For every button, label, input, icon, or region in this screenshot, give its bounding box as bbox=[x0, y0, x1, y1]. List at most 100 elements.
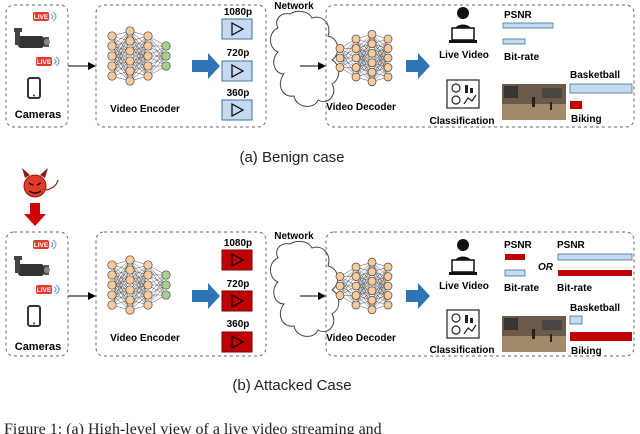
network-label: Network bbox=[274, 1, 314, 12]
net-node bbox=[161, 290, 171, 300]
net-edge bbox=[355, 34, 373, 68]
net-edge bbox=[371, 38, 389, 63]
net-node bbox=[383, 262, 393, 272]
net-edge bbox=[355, 34, 373, 59]
cloud-icon bbox=[270, 240, 340, 337]
net-node bbox=[367, 67, 377, 77]
decoder-box bbox=[325, 4, 635, 128]
decoder-network bbox=[335, 29, 393, 87]
net-node bbox=[351, 281, 361, 291]
class-basketball: Basketball bbox=[570, 70, 620, 81]
net-node bbox=[107, 290, 117, 300]
analytics-icon bbox=[446, 309, 480, 339]
net-node bbox=[351, 72, 361, 82]
net-edge bbox=[371, 57, 389, 82]
cameras-label: Cameras bbox=[15, 341, 61, 353]
net-edge bbox=[129, 55, 149, 82]
psnr-label: PSNR bbox=[504, 240, 533, 251]
net-node bbox=[125, 46, 135, 56]
net-node bbox=[351, 44, 361, 53]
net-node bbox=[161, 270, 171, 280]
user-laptop-icon bbox=[448, 6, 478, 44]
or-label: OR bbox=[538, 262, 554, 273]
camera-icon bbox=[14, 28, 50, 48]
bitrate-label: Bit-rate bbox=[504, 52, 539, 63]
net-edge bbox=[147, 274, 167, 306]
net-node bbox=[351, 34, 361, 44]
class-biking: Biking bbox=[571, 114, 602, 125]
basketball-bar bbox=[569, 315, 583, 325]
cameras-label: Cameras bbox=[15, 109, 61, 121]
biking-bar bbox=[570, 101, 582, 109]
psnr-label: PSNR bbox=[504, 10, 533, 21]
panel-benign: Cameras Video Encoder 1080p 720p 360p Ne… bbox=[5, 1, 635, 128]
class-basketball: Basketball bbox=[570, 303, 620, 314]
net-edge bbox=[129, 264, 149, 291]
stream-360p bbox=[221, 331, 253, 353]
net-node bbox=[143, 51, 153, 61]
phone-icon bbox=[27, 77, 41, 99]
live-badge-icon bbox=[35, 56, 60, 67]
net-node bbox=[161, 61, 171, 71]
net-edge bbox=[371, 38, 389, 73]
net-edge bbox=[355, 262, 373, 287]
net-node bbox=[107, 31, 117, 41]
net-edge bbox=[111, 30, 131, 57]
user-laptop-icon bbox=[448, 238, 478, 276]
net-node bbox=[335, 53, 345, 63]
camera-box bbox=[5, 4, 69, 128]
encode-arrow bbox=[192, 283, 220, 309]
net-node bbox=[143, 71, 153, 81]
net-node bbox=[335, 44, 345, 53]
net-edge bbox=[111, 259, 131, 286]
net-edge bbox=[129, 35, 149, 62]
decoder-label: Video Decoder bbox=[326, 333, 396, 344]
bitrate-label: Bit-rate bbox=[504, 283, 539, 294]
psnr-bar-alt bbox=[557, 253, 633, 261]
net-node bbox=[125, 295, 135, 305]
res-1080p: 1080p bbox=[224, 238, 252, 249]
net-node bbox=[351, 53, 361, 63]
net-node bbox=[125, 275, 135, 285]
stream-360p bbox=[221, 99, 253, 121]
decode-arrow bbox=[406, 283, 430, 309]
net-edge bbox=[355, 281, 373, 306]
camera-group: Cameras bbox=[14, 11, 61, 121]
net-node bbox=[383, 53, 393, 63]
encoder-network bbox=[107, 255, 171, 315]
stream-1080p bbox=[221, 249, 253, 271]
net-node bbox=[383, 291, 393, 300]
decoder-box bbox=[325, 231, 635, 357]
caption-a: (a) Benign case bbox=[239, 149, 344, 166]
net-node bbox=[143, 270, 153, 280]
net-edge bbox=[371, 285, 389, 310]
psnr-bar-low bbox=[505, 254, 525, 260]
encoder-network bbox=[107, 26, 171, 86]
net-node bbox=[367, 276, 377, 286]
net-node bbox=[367, 295, 377, 305]
net-edge bbox=[111, 269, 131, 306]
net-edge bbox=[129, 35, 149, 72]
net-node bbox=[383, 300, 393, 310]
net-node bbox=[367, 58, 377, 68]
net-edge bbox=[371, 266, 389, 291]
net-node bbox=[107, 51, 117, 61]
res-1080p: 1080p bbox=[224, 7, 252, 18]
net-node bbox=[351, 291, 361, 300]
net-node bbox=[383, 272, 393, 281]
net-node bbox=[107, 71, 117, 81]
net-node bbox=[335, 281, 345, 291]
class-biking: Biking bbox=[571, 346, 602, 357]
net-node bbox=[383, 281, 393, 291]
figure-caption-fragment: Figure 1: (a) High-level view of a live … bbox=[4, 421, 382, 434]
res-360p: 360p bbox=[227, 88, 250, 99]
net-node bbox=[367, 39, 377, 49]
net-node bbox=[367, 29, 377, 39]
stream-1080p bbox=[221, 18, 253, 40]
net-node bbox=[367, 48, 377, 58]
analytics-icon bbox=[446, 79, 480, 109]
encoder-label: Video Encoder bbox=[110, 104, 180, 115]
net-node bbox=[351, 272, 361, 281]
live-badge-icon bbox=[32, 11, 57, 22]
net-node bbox=[383, 44, 393, 53]
